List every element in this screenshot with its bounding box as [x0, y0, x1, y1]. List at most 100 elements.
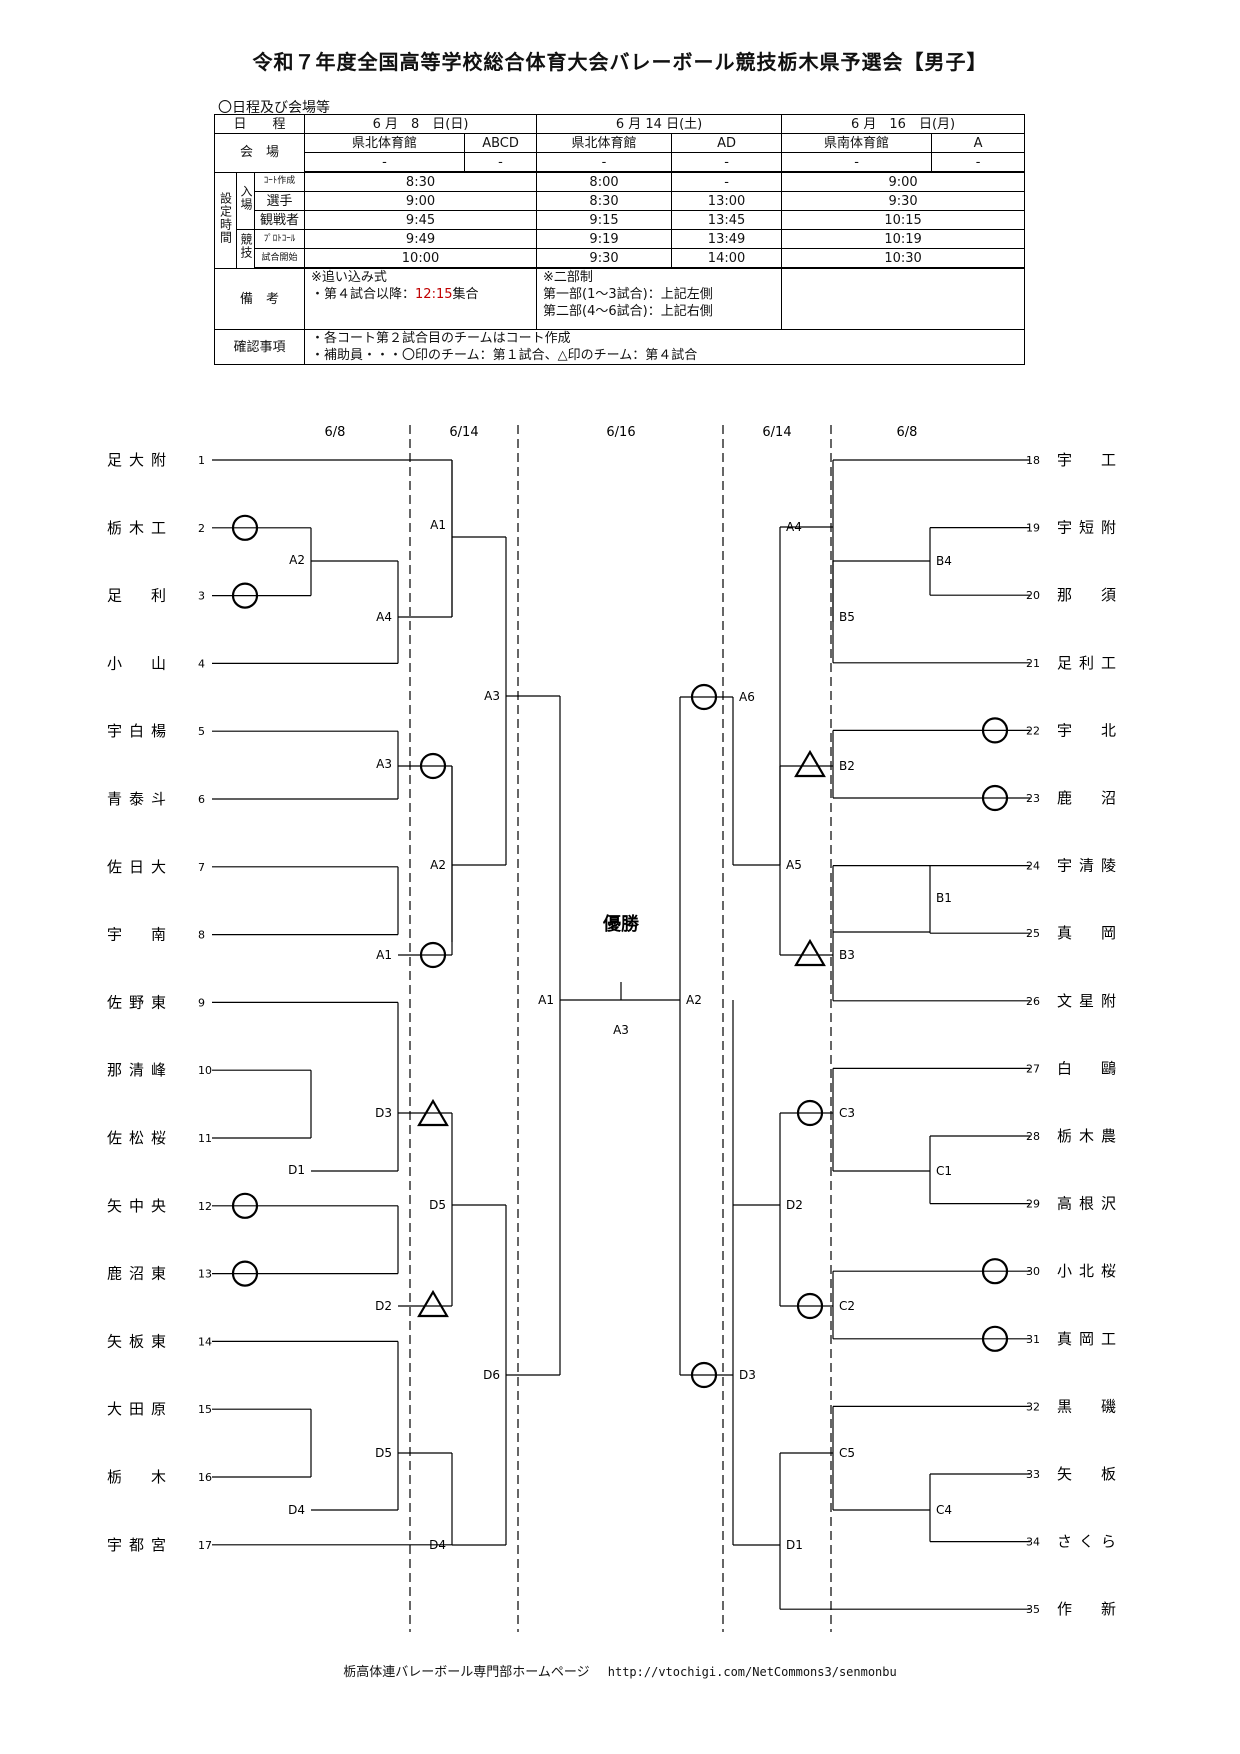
team-number-right: 23	[1026, 792, 1040, 805]
team-number-left: 15	[198, 1403, 212, 1416]
team-number-right: 32	[1026, 1400, 1040, 1413]
team-name-left: 佐松桜	[107, 1129, 173, 1147]
team-name-right: 那 須	[1057, 586, 1123, 604]
team-number-left: 14	[198, 1335, 212, 1348]
team-name-right: さくら	[1057, 1533, 1123, 1551]
venue-header: 会 場	[213, 133, 306, 173]
time-players-day2b: 13:00	[671, 191, 783, 211]
team-name-right: 真 岡	[1057, 924, 1123, 942]
match-label: A1	[430, 518, 446, 532]
team-number-right: 35	[1026, 1603, 1040, 1616]
team-name-left: 小 山	[107, 654, 173, 672]
match-label: C2	[839, 1299, 855, 1313]
match-label: C5	[839, 1446, 855, 1460]
aide-circle	[690, 683, 718, 711]
team-number-right: 33	[1026, 1468, 1040, 1481]
team-name-left: 足大附	[107, 451, 173, 469]
date-right-day1: 6/8	[897, 425, 918, 440]
schedule-table: 日 程 6 月 8 日(日) 6 月 14 日(土) 6 月 16 日(月) 会…	[213, 114, 1026, 365]
match-label: A1	[376, 948, 392, 962]
match-label: D1	[288, 1163, 305, 1177]
team-number-right: 34	[1026, 1536, 1040, 1549]
venue-day2: 県北体育館	[536, 133, 673, 153]
team-name-left: 那清峰	[107, 1061, 173, 1079]
match-label: C3	[839, 1106, 855, 1120]
team-number-left: 6	[198, 793, 205, 806]
time-start-day1: 10:00	[304, 248, 538, 269]
time-protocol-day2b: 13:49	[671, 229, 783, 249]
team-number-left: 13	[198, 1268, 212, 1281]
team-name-left: 鹿沼東	[107, 1265, 173, 1283]
match-label: D4	[288, 1503, 305, 1517]
aide-circle	[981, 1325, 1009, 1352]
venue-day1: 県北体育館	[304, 133, 466, 153]
team-name-left: 大田原	[107, 1400, 173, 1418]
team-name-right: 真岡工	[1057, 1330, 1123, 1348]
team-number-left: 2	[198, 522, 205, 535]
aide-triangle	[794, 749, 826, 778]
match-label: D5	[429, 1198, 446, 1212]
team-name-left: 青泰斗	[107, 790, 173, 808]
aide-triangle	[417, 1098, 449, 1127]
time-protocol-day1: 9:49	[304, 229, 538, 249]
remarks-day1: ※追い込み式 ・第４試合以降：12:15集合	[304, 267, 538, 330]
aide-circle	[231, 582, 259, 609]
match-label: A2	[686, 993, 702, 1007]
team-number-right: 22	[1026, 724, 1040, 737]
team-name-right: 白 鷗	[1057, 1059, 1123, 1077]
row-label-start: 試合開始	[253, 248, 306, 269]
aide-triangle	[417, 1289, 449, 1318]
footer-url[interactable]: http://vtochigi.com/NetCommons3/senmonbu	[607, 1665, 897, 1679]
match-label: A6	[739, 690, 755, 704]
team-number-left: 16	[198, 1471, 212, 1484]
aide-triangle	[794, 938, 826, 967]
bracket-lines	[212, 459, 1030, 1610]
match-label: C4	[936, 1503, 952, 1517]
team-number-left: 7	[198, 861, 205, 874]
match-label: B4	[936, 554, 952, 568]
team-number-right: 19	[1026, 522, 1040, 535]
match-label: B3	[839, 948, 855, 962]
courts-day3: A	[931, 133, 1026, 153]
aide-circle	[231, 1192, 259, 1219]
date-left-day2: 6/14	[449, 425, 478, 440]
page-title: 令和７年度全国高等学校総合体育大会バレーボール競技栃木県予選会【男子】	[252, 50, 988, 74]
aide-circle	[981, 717, 1009, 744]
team-number-left: 9	[198, 996, 205, 1009]
aide-circle	[981, 784, 1009, 812]
team-number-right: 30	[1026, 1265, 1040, 1278]
team-name-left: 足 利	[107, 587, 173, 605]
courts-sub-day3: -	[931, 152, 1026, 173]
row-label-players: 選手	[253, 191, 306, 211]
team-name-left: 宇白楊	[107, 722, 173, 740]
team-number-left: 4	[198, 657, 205, 670]
team-number-left: 8	[198, 929, 205, 942]
team-number-right: 18	[1026, 454, 1040, 467]
aide-circle	[981, 1258, 1009, 1285]
team-name-right: 宇 工	[1057, 451, 1123, 469]
team-number-right: 26	[1026, 995, 1040, 1008]
footer: 栃高体連バレーボール専門部ホームページ http://vtochigi.com/…	[0, 1661, 1240, 1680]
match-label: A1	[538, 993, 554, 1007]
team-name-right: 栃木農	[1057, 1127, 1123, 1145]
date-center: 6/16	[606, 425, 635, 440]
team-number-left: 1	[198, 454, 205, 467]
courts-day1: ABCD	[464, 133, 538, 153]
gather-time: 12:15	[415, 287, 453, 302]
confirm-text: ・各コート第２試合目のチームはコート作成 ・補助員・・・〇印のチーム：第１試合、…	[304, 329, 1026, 365]
team-name-left: 宇 南	[107, 926, 173, 944]
match-label: D2	[786, 1198, 803, 1212]
aide-circle	[231, 514, 259, 541]
aide-circle	[796, 1292, 824, 1320]
row-label-spectators: 観戦者	[253, 210, 306, 230]
remarks-day3	[781, 267, 1026, 330]
champion-label: 優勝	[602, 913, 640, 935]
team-number-left: 12	[198, 1200, 212, 1213]
remarks-day2: ※二部制 第一部(1～3試合)：上記左側 第二部(4～6試合)：上記右側	[536, 267, 783, 330]
time-protocol-day2a: 9:19	[536, 229, 673, 249]
confirm-label: 確認事項	[213, 329, 306, 365]
team-name-right: 文星附	[1057, 992, 1123, 1010]
team-name-left: 佐日大	[107, 858, 173, 876]
team-number-right: 28	[1026, 1130, 1040, 1143]
time-spectators-day2a: 9:15	[536, 210, 673, 230]
